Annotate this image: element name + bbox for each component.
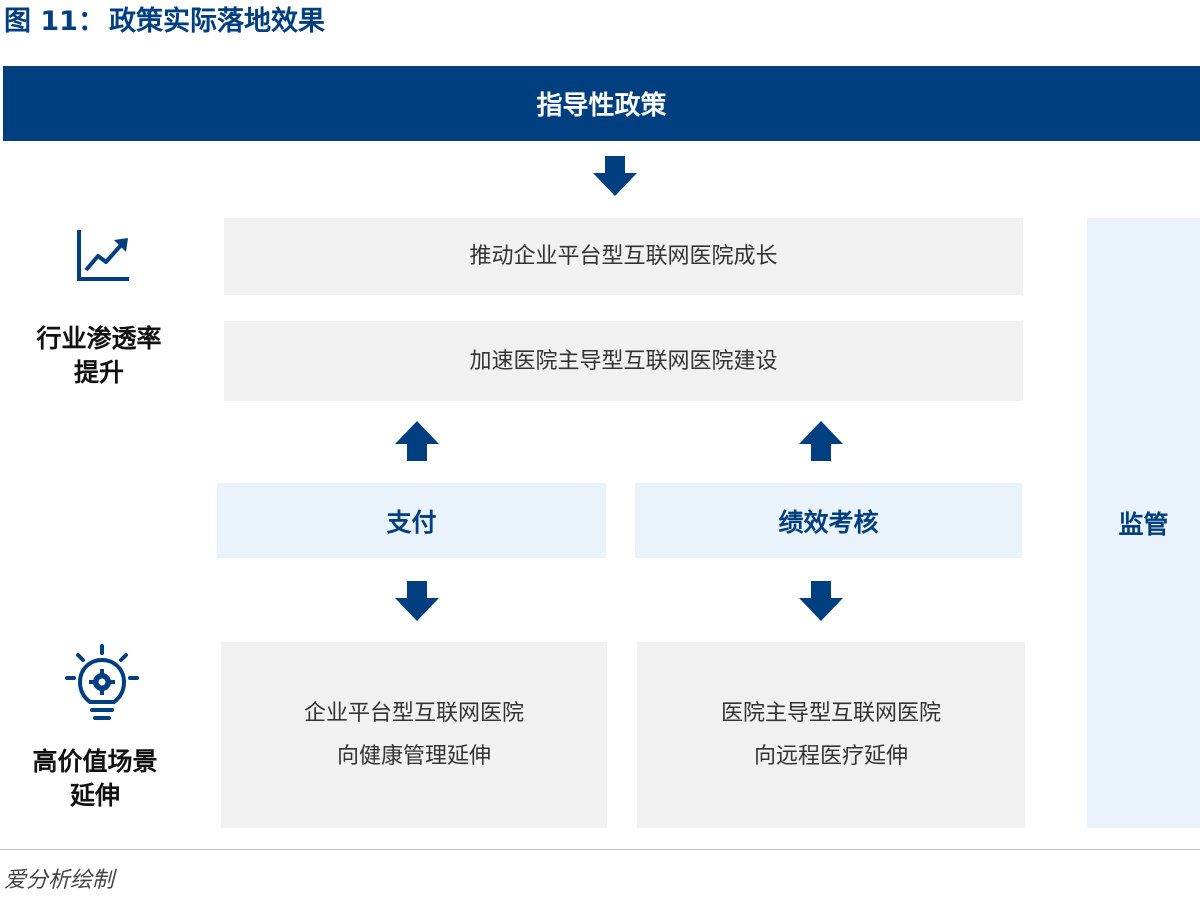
promote-enterprise-platform-box: 推动企业平台型互联网医院成长 <box>224 218 1023 295</box>
trend-chart-icon <box>77 230 129 281</box>
enterprise-box-line1: 企业平台型互联网医院 <box>303 701 524 726</box>
payment-box: 支付 <box>217 483 606 558</box>
arrow-down-icon <box>395 581 439 621</box>
hospital-telemedicine-box: 医院主导型互联网医院 向远程医疗延伸 <box>637 642 1025 828</box>
penetration-label-line2: 提升 <box>73 358 124 387</box>
supervision-box: 监管 <box>1087 218 1200 828</box>
high-value-scenario-line2: 延伸 <box>69 781 120 810</box>
footer-divider <box>0 849 1200 850</box>
guiding-policy-header: 指导性政策 <box>3 66 1200 141</box>
enterprise-box-line2: 向健康管理延伸 <box>336 744 491 769</box>
hospital-box-line1: 医院主导型互联网医院 <box>720 701 941 726</box>
accelerate-hospital-led-box: 加速医院主导型互联网医院建设 <box>224 321 1023 401</box>
figure-title-text: 政策实际落地效果 <box>108 6 325 37</box>
source-note: 爱分析绘制 <box>4 868 115 893</box>
arrow-down-icon <box>799 581 843 621</box>
high-value-scenario-label: 高价值场景 延伸 <box>8 745 182 813</box>
enterprise-health-management-box: 企业平台型互联网医院 向健康管理延伸 <box>221 642 607 828</box>
figure-number: 图 11： <box>4 6 105 37</box>
arrow-up-icon <box>799 421 843 461</box>
high-value-scenario-line1: 高价值场景 <box>32 747 158 776</box>
lightbulb-gear-icon <box>65 644 139 720</box>
arrow-up-icon <box>395 421 439 461</box>
hospital-box-line2: 向远程医疗延伸 <box>753 744 908 769</box>
penetration-label-line1: 行业渗透率 <box>36 324 162 353</box>
penetration-label: 行业渗透率 提升 <box>14 322 184 390</box>
arrow-down-icon <box>593 156 637 196</box>
performance-assessment-box: 绩效考核 <box>635 483 1022 558</box>
figure-title: 图 11：政策实际落地效果 <box>4 2 325 42</box>
